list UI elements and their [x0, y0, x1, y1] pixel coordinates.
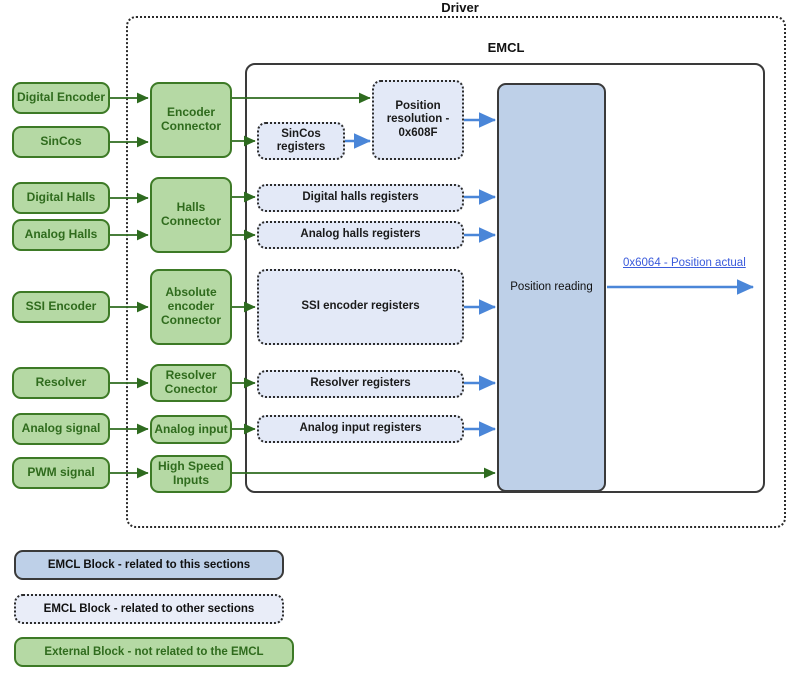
connector-halls[interactable]: Halls Connector: [150, 177, 232, 253]
register-ssi-encoder[interactable]: SSI encoder registers: [257, 269, 464, 345]
register-position-resolution[interactable]: Position resolution - 0x608F: [372, 80, 464, 160]
position-actual-link[interactable]: 0x6064 - Position actual: [623, 257, 746, 269]
external-block-digital-encoder[interactable]: Digital Encoder: [12, 82, 110, 114]
external-block-ssi-encoder[interactable]: SSI Encoder: [12, 291, 110, 323]
connector-analog-input[interactable]: Analog input: [150, 415, 232, 444]
driver-container: [126, 16, 786, 528]
connector-absolute-encoder[interactable]: Absolute encoder Connector: [150, 269, 232, 345]
register-analog-input[interactable]: Analog input registers: [257, 415, 464, 443]
emcl-container-label: EMCL: [487, 40, 525, 55]
external-block-analog-signal[interactable]: Analog signal: [12, 413, 110, 445]
external-block-digital-halls[interactable]: Digital Halls: [12, 182, 110, 214]
legend-emcl-other: EMCL Block - related to other sections: [14, 594, 284, 624]
position-reading-block[interactable]: Position reading: [497, 83, 606, 492]
external-block-analog-halls[interactable]: Analog Halls: [12, 219, 110, 251]
register-digital-halls[interactable]: Digital halls registers: [257, 184, 464, 212]
legend-emcl-this: EMCL Block - related to this sections: [14, 550, 284, 580]
external-block-pwm-signal[interactable]: PWM signal: [12, 457, 110, 489]
external-block-resolver[interactable]: Resolver: [12, 367, 110, 399]
connector-resolver[interactable]: Resolver Conector: [150, 364, 232, 402]
legend-external: External Block - not related to the EMCL: [14, 637, 294, 667]
connector-encoder[interactable]: Encoder Connector: [150, 82, 232, 158]
register-resolver[interactable]: Resolver registers: [257, 370, 464, 398]
emcl-container: [245, 63, 765, 493]
register-sincos[interactable]: SinCos registers: [257, 122, 345, 160]
connector-high-speed-inputs[interactable]: High Speed Inputs: [150, 455, 232, 493]
external-block-sincos[interactable]: SinCos: [12, 126, 110, 158]
driver-container-label: Driver: [441, 0, 479, 15]
register-analog-halls[interactable]: Analog halls registers: [257, 221, 464, 249]
